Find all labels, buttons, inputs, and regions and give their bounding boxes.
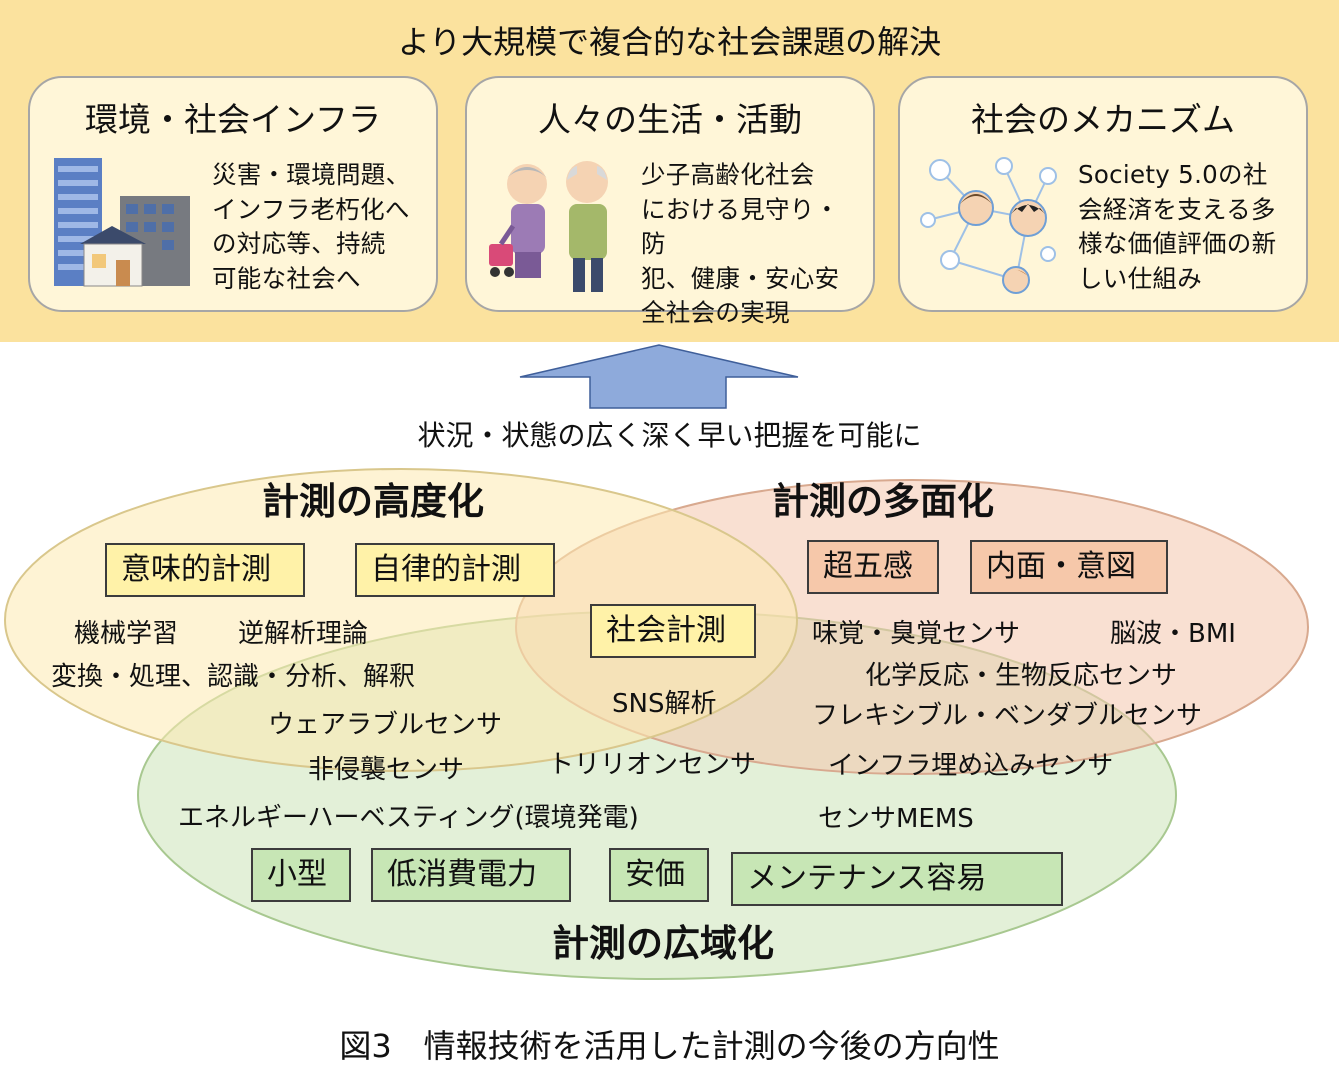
item-noninvasive-sensor: 非侵襲センサ — [308, 755, 465, 785]
card-mechanism: 社会のメカニズム Society 5.0の社 会経済を支える多 様な価値評価の新… — [898, 76, 1308, 312]
card-life-title: 人々の生活・活動 — [538, 100, 802, 139]
box-semantic-measurement: 意味的計測 — [105, 543, 305, 597]
item-trillion-sensor: トリリオンセンサ — [548, 750, 757, 780]
item-inverse-analysis: 逆解析理論 — [238, 619, 369, 649]
box-easy-maintenance: メンテナンス容易 — [731, 852, 1063, 906]
box-inner-intent: 内面・意図 — [970, 540, 1168, 594]
card-mechanism-title: 社会のメカニズム — [971, 100, 1235, 139]
box-cheap: 安価 — [609, 848, 709, 902]
card-mechanism-text: Society 5.0の社 会経済を支える多 様な価値評価の新 しい仕組み — [1078, 160, 1277, 293]
card-environment-text: 災害・環境問題、 インフラ老朽化へ の対応等、持続 可能な社会へ — [212, 160, 411, 293]
item-chemical-bio-sensor: 化学反応・生物反応センサ — [865, 661, 1178, 691]
elderly-couple-icon — [489, 161, 608, 292]
buildings-icon — [54, 158, 190, 287]
arrow-caption: 状況・状態の広く深く早い把握を可能に — [417, 419, 922, 452]
item-wearable-sensor: ウェアラブルセンサ — [268, 710, 503, 740]
card-life-text: 少子高齢化社会 における見守り・防 犯、健康・安心安 全社会の実現 — [641, 160, 840, 327]
multifaceted-title: 計測の多面化 — [772, 480, 994, 523]
box-low-power: 低消費電力 — [371, 848, 571, 902]
item-infrastructure-sensor: インフラ埋め込みセンサ — [828, 751, 1114, 781]
box-social-measurement: 社会計測 — [590, 604, 756, 658]
card-environment: 環境・社会インフラ 災害・環境問題、 インフラ老朽化へ の対応等、持続 可能な社… — [28, 76, 438, 312]
item-sns-analysis: SNS解析 — [612, 689, 717, 719]
card-environment-title: 環境・社会インフラ — [84, 100, 381, 139]
item-machine-learning: 機械学習 — [74, 619, 179, 649]
item-sensor-mems: センサMEMS — [818, 804, 974, 834]
social-network-icon — [920, 157, 1057, 294]
item-flexible-sensor: フレキシブル・ベンダブルセンサ — [812, 701, 1203, 731]
item-energy-harvesting: エネルギーハーベスティング(環境発電) — [178, 803, 639, 833]
goal-title: より大規模で複合的な社会課題の解決 — [397, 23, 942, 61]
item-brainwave-bmi: 脳波・BMI — [1110, 619, 1236, 649]
box-small: 小型 — [251, 848, 351, 902]
item-conversion-analysis: 変換・処理、認識・分析、解釈 — [51, 662, 416, 692]
advanced-title: 計測の高度化 — [262, 480, 484, 523]
item-taste-smell-sensor: 味覚・臭覚センサ — [812, 619, 1021, 649]
up-arrow-icon — [519, 344, 799, 409]
box-super-senses: 超五感 — [807, 540, 939, 594]
wide-area-title: 計測の広域化 — [552, 922, 774, 965]
box-autonomous-measurement: 自律的計測 — [355, 543, 555, 597]
card-life: 人々の生活・活動 少子高齢化社会 における見守り・防 犯、健康・安心安 全社会の… — [465, 76, 875, 327]
figure-caption: 図3 情報技術を活用した計測の今後の方向性 — [339, 1027, 1000, 1065]
